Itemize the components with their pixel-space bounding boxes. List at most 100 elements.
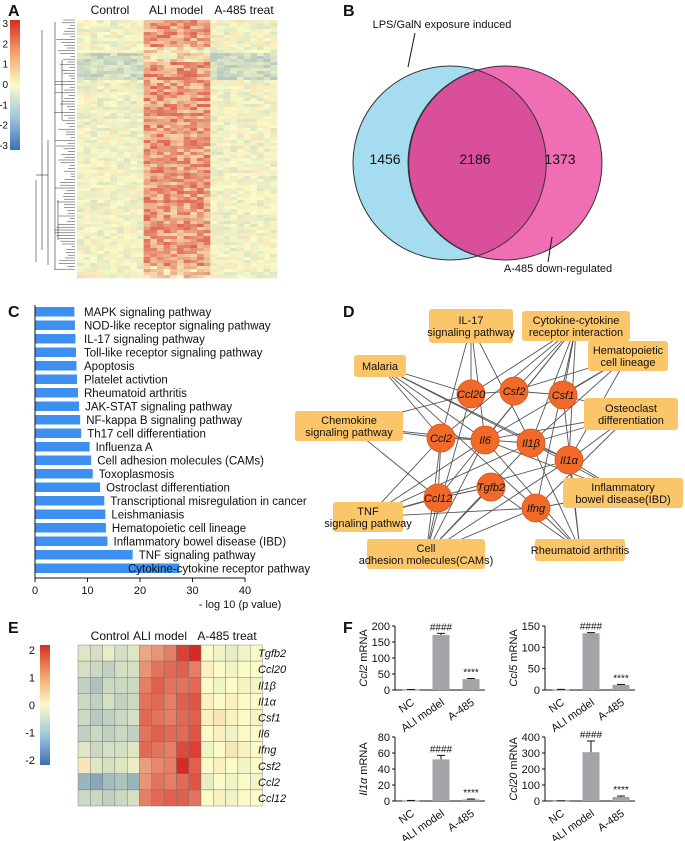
x-tick-label: 20 (134, 585, 146, 597)
heatmap-cell (103, 107, 111, 111)
gene-heatmap-cell (151, 757, 165, 775)
heatmap-cell (237, 23, 244, 27)
heatmap-cell (183, 155, 191, 159)
heatmap-cell (123, 182, 131, 186)
heatmap-cell (117, 233, 124, 237)
heatmap-cell (97, 65, 104, 69)
heatmap-cell (77, 269, 84, 273)
heatmap-cell (150, 113, 158, 117)
heatmap-cell (97, 203, 104, 207)
heatmap-cell (83, 257, 91, 261)
heatmap-cell (117, 104, 124, 108)
heatmap-cell (197, 176, 204, 180)
heatmap-cell (83, 44, 91, 48)
heatmap-cell (157, 89, 164, 93)
heatmap-cell (203, 206, 211, 210)
heatmap-cell (77, 248, 84, 252)
heatmap-cell (170, 260, 178, 264)
heatmap-cell (170, 188, 178, 192)
e-scale-tick-label: -2 (25, 755, 35, 767)
gene-heatmap-cell (151, 677, 165, 694)
enrichment-term-label: Apoptosis (84, 361, 135, 373)
enrichment-bar (35, 320, 75, 330)
heatmap-cell (130, 92, 138, 96)
heatmap-cell (250, 50, 258, 54)
heatmap-cell (103, 41, 111, 45)
heatmap-cell (190, 62, 198, 66)
heatmap-cell (263, 104, 271, 108)
heatmap-cell (237, 194, 244, 198)
heatmap-cell (217, 251, 224, 255)
heatmap-cell (170, 167, 178, 171)
enrichment-term-label: Ostroclast differentiation (106, 482, 230, 494)
heatmap-cell (137, 104, 144, 108)
heatmap-cell (170, 203, 178, 207)
heatmap-cell (110, 56, 118, 60)
heatmap-cell (197, 251, 204, 255)
heatmap-cell (243, 140, 251, 144)
heatmap-cell (243, 209, 251, 213)
heatmap-cell (257, 149, 264, 153)
heatmap-cell (250, 140, 258, 144)
heatmap-cell (210, 47, 218, 51)
heatmap-cell (203, 98, 211, 102)
heatmap-cell (217, 263, 224, 267)
heatmap-cell (263, 23, 271, 27)
heatmap-cell (150, 173, 158, 177)
heatmap-cell (243, 119, 251, 123)
heatmap-cell (170, 98, 178, 102)
heatmap-cell (203, 23, 211, 27)
heatmap-cell (263, 215, 271, 219)
heatmap-cell (210, 248, 218, 252)
heatmap-cell (97, 173, 104, 177)
heatmap-cell (270, 143, 278, 147)
heatmap-cell (103, 104, 111, 108)
heatmap-cell (103, 20, 111, 24)
heatmap-cell (270, 41, 278, 45)
heatmap-cell (117, 161, 124, 165)
heatmap-cell (230, 161, 238, 165)
heatmap-cell (250, 35, 258, 39)
heatmap-cell (97, 62, 104, 66)
heatmap-cell (203, 218, 211, 222)
heatmap-cell (137, 35, 144, 39)
heatmap-cell (150, 125, 158, 129)
heatmap-cell (183, 77, 191, 81)
gene-heatmap-cell (126, 773, 140, 791)
heatmap-cell (197, 146, 204, 150)
heatmap-cell (237, 161, 244, 165)
heatmap-cell (197, 101, 204, 105)
gene-heatmap-cell (139, 660, 153, 678)
heatmap-cell (110, 110, 118, 114)
heatmap-cell (177, 104, 184, 108)
heatmap-cell (90, 218, 98, 222)
gene-node (499, 376, 529, 406)
heatmap-cell (237, 131, 244, 135)
heatmap-cell (257, 182, 264, 186)
heatmap-cell (183, 65, 191, 69)
heatmap-cell (270, 188, 278, 192)
heatmap-cell (270, 248, 278, 252)
heatmap-cell (137, 122, 144, 126)
heatmap-cell (130, 194, 138, 198)
heatmap-cell (183, 23, 191, 27)
heatmap-cell (250, 89, 258, 93)
gene-heatmap-cell (77, 725, 91, 742)
heatmap-cell (203, 248, 211, 252)
heatmap-cell (237, 245, 244, 249)
heatmap-cell (210, 35, 218, 39)
heatmap-cell (117, 179, 124, 183)
heatmap-cell (170, 245, 178, 249)
heatmap-cell (197, 104, 204, 108)
heatmap-cell (230, 227, 238, 231)
heatmap-cell (137, 26, 144, 30)
heatmap-cell (237, 56, 244, 60)
heatmap-cell (97, 101, 104, 105)
gene-heatmap-cell (200, 789, 214, 807)
heatmap-cell (123, 41, 131, 45)
heatmap-cell (177, 125, 184, 129)
heatmap-cell (230, 239, 238, 243)
network-edge (425, 439, 486, 555)
heatmap-cell (97, 122, 104, 126)
heatmap-cell (217, 140, 224, 144)
